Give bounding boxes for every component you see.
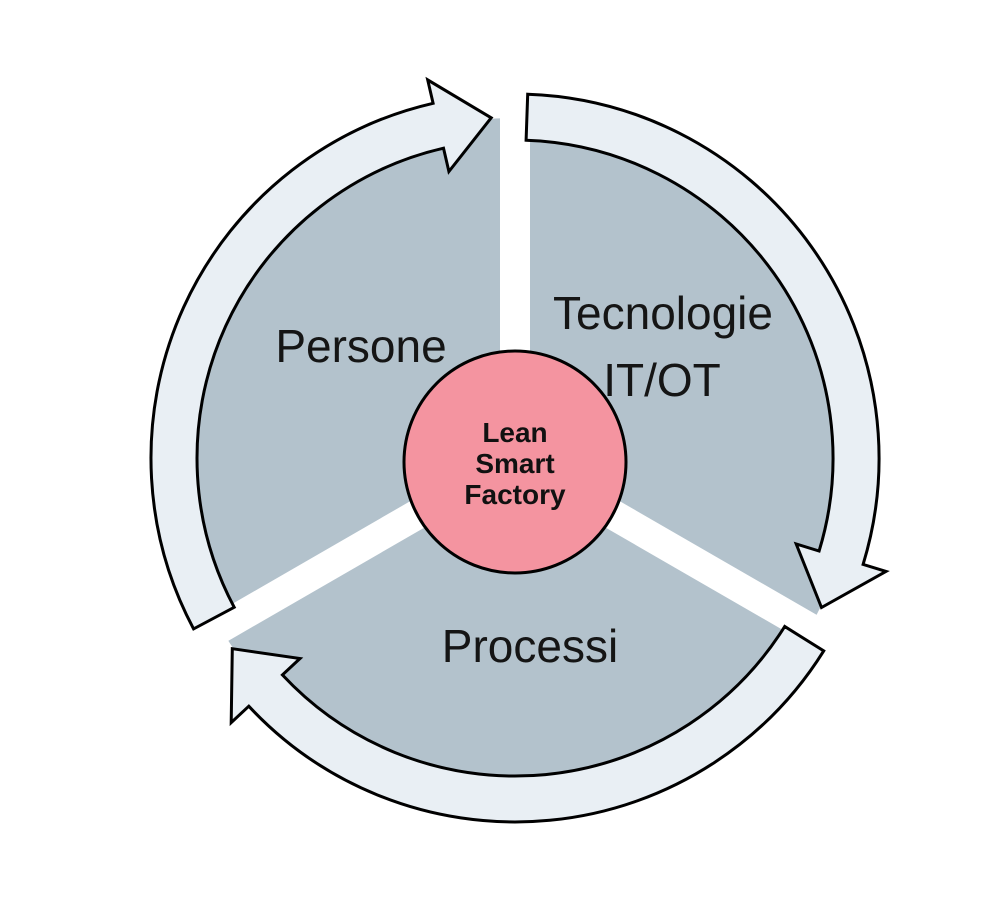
sector-label-tecnologie: Tecnologie — [553, 287, 773, 339]
sector-label-processi: Processi — [442, 620, 618, 672]
sector-label-it-ot: IT/OT — [603, 354, 721, 406]
center-label-line1: Lean — [482, 417, 547, 448]
center-label-line3: Factory — [464, 479, 566, 510]
center-hub-circle — [402, 349, 628, 575]
center-label-line2: Smart — [475, 448, 554, 479]
clockwise-arrow-bottom-icon — [229, 624, 826, 824]
sector-label-persone: Persone — [275, 320, 446, 372]
clockwise-arrow-top-icon — [149, 76, 494, 631]
clockwise-arrow-right-icon — [524, 92, 890, 610]
